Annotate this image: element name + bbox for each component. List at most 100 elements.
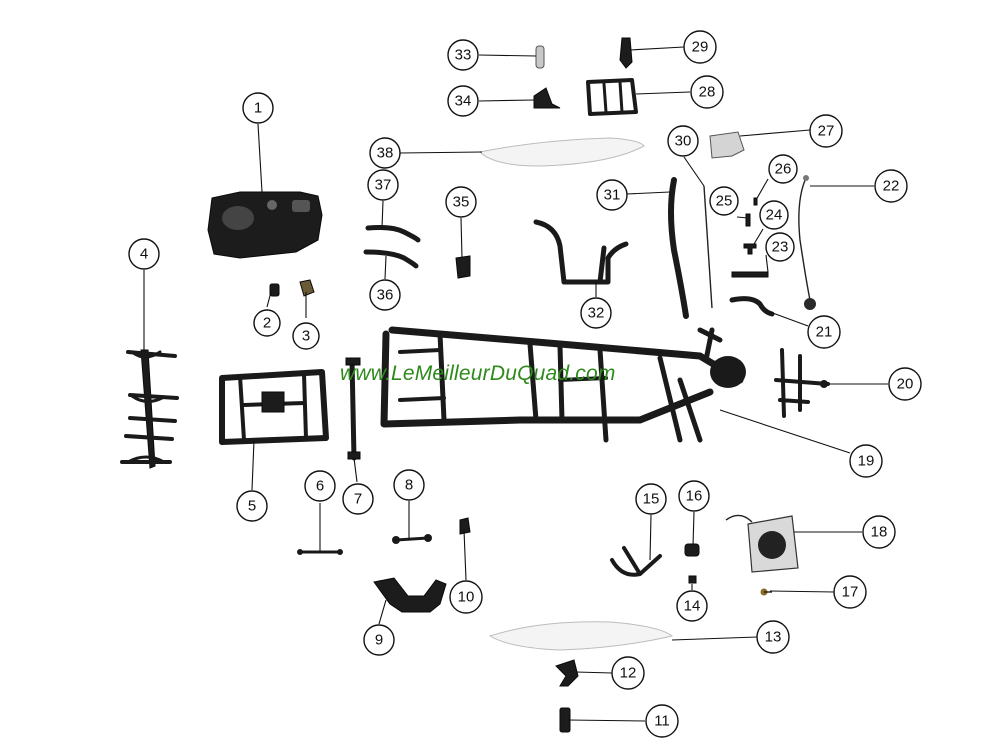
svg-text:17: 17 (842, 584, 859, 601)
callout-7: 7 (342, 483, 374, 515)
svg-text:30: 30 (675, 133, 692, 150)
part-rubber-3 (299, 279, 315, 297)
part-bar-23 (731, 271, 769, 278)
svg-text:3: 3 (302, 328, 310, 345)
svg-text:27: 27 (818, 123, 835, 140)
svg-text:21: 21 (816, 324, 833, 341)
callout-12: 12 (611, 656, 645, 690)
svg-text:26: 26 (775, 161, 792, 178)
svg-text:18: 18 (871, 524, 888, 541)
callout-35: 35 (445, 186, 477, 218)
part-screw-17 (760, 588, 772, 596)
callout-27: 27 (809, 114, 843, 148)
callout-28: 28 (690, 75, 724, 109)
part-cap-16 (684, 543, 700, 557)
callout-31: 31 (596, 179, 628, 211)
part-nut-14 (688, 575, 697, 584)
part-main-frame (380, 326, 746, 443)
callout-2: 2 (253, 309, 281, 337)
part-bracket-20 (774, 348, 830, 418)
callout-17: 17 (833, 575, 867, 609)
callout-14: 14 (676, 590, 708, 622)
part-sub-frame (219, 369, 329, 445)
part-bracket-34 (533, 87, 561, 109)
svg-text:36: 36 (377, 287, 394, 304)
part-hose-37 (365, 225, 421, 243)
svg-text:9: 9 (375, 632, 383, 649)
callout-8: 8 (393, 469, 425, 501)
svg-text:12: 12 (620, 665, 637, 682)
callout-15: 15 (635, 483, 667, 515)
callout-32: 32 (580, 297, 612, 329)
callout-5: 5 (236, 490, 268, 522)
callout-3: 3 (292, 322, 320, 350)
callout-20: 20 (888, 367, 922, 401)
callout-11: 11 (645, 704, 679, 738)
callout-33: 33 (447, 39, 479, 71)
svg-text:23: 23 (772, 239, 789, 256)
callout-29: 29 (683, 30, 717, 64)
part-fuel-tank (207, 191, 323, 259)
part-bracket-28 (586, 78, 638, 116)
callout-36: 36 (369, 279, 401, 311)
watermark-text: www.LeMeilleurDuQuad.com (340, 362, 616, 385)
callout-21: 21 (807, 315, 841, 349)
part-valve-24 (743, 243, 757, 255)
svg-text:20: 20 (897, 376, 914, 393)
svg-text:32: 32 (588, 305, 605, 322)
callout-30: 30 (667, 125, 699, 157)
svg-text:31: 31 (604, 187, 621, 204)
callout-22: 22 (874, 169, 908, 203)
callout-26: 26 (768, 154, 798, 184)
svg-text:33: 33 (455, 47, 472, 64)
svg-text:14: 14 (684, 598, 701, 615)
part-pin-25 (745, 213, 751, 227)
svg-text:24: 24 (766, 207, 783, 224)
callout-34: 34 (447, 85, 479, 117)
svg-text:11: 11 (654, 713, 670, 730)
svg-text:1: 1 (254, 100, 262, 117)
part-clip-26 (753, 197, 758, 206)
part-bolt-33 (535, 45, 545, 69)
part-bracket-9 (373, 577, 447, 613)
callout-6: 6 (304, 470, 336, 502)
svg-text:16: 16 (686, 488, 703, 505)
svg-text:7: 7 (354, 491, 362, 508)
callout-18: 18 (862, 515, 896, 549)
svg-text:5: 5 (248, 498, 256, 515)
part-hose-21 (729, 296, 775, 317)
svg-text:10: 10 (458, 589, 475, 606)
part-rear-rack-bracket (120, 349, 179, 469)
callout-38: 38 (369, 137, 401, 169)
part-holder-12 (555, 659, 579, 687)
part-rubber-2 (269, 283, 280, 297)
part-seat-foam-13 (488, 621, 674, 651)
callout-9: 9 (363, 624, 395, 656)
svg-text:22: 22 (883, 178, 900, 195)
svg-text:8: 8 (405, 477, 413, 494)
part-hook-29 (619, 37, 633, 69)
callout-19: 19 (849, 444, 883, 478)
part-hose-31 (668, 177, 689, 319)
svg-text:29: 29 (692, 39, 709, 56)
part-cable-22 (798, 175, 816, 310)
part-clip-10 (459, 517, 471, 535)
svg-text:34: 34 (455, 93, 472, 110)
callout-37: 37 (367, 169, 399, 201)
svg-text:28: 28 (699, 84, 716, 101)
svg-text:6: 6 (316, 478, 324, 495)
svg-text:37: 37 (375, 177, 392, 194)
callout-25: 25 (709, 186, 739, 216)
callout-10: 10 (449, 580, 483, 614)
callout-4: 4 (128, 238, 160, 270)
callout-23: 23 (765, 232, 795, 262)
part-bushing-35 (455, 255, 471, 279)
callout-24: 24 (759, 200, 789, 230)
part-seat-foam-38 (478, 137, 645, 167)
callout-1: 1 (242, 92, 274, 124)
svg-text:25: 25 (716, 193, 733, 210)
svg-text:35: 35 (453, 194, 470, 211)
svg-text:2: 2 (263, 315, 271, 332)
part-rod-30 (703, 185, 713, 309)
